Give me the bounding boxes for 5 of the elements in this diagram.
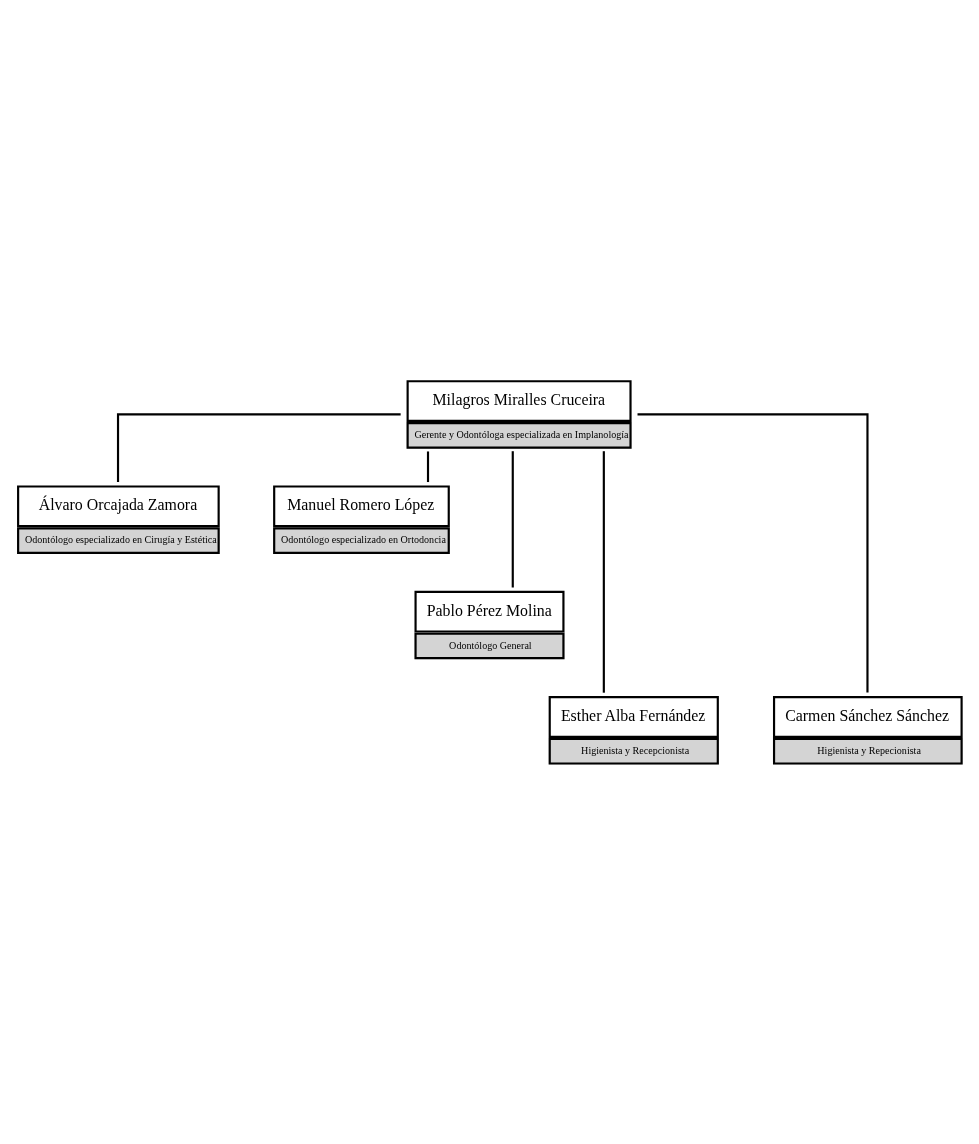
connector — [116, 413, 401, 483]
connector — [602, 451, 605, 693]
connector — [637, 413, 869, 693]
connector — [511, 451, 514, 588]
connector — [426, 451, 430, 483]
